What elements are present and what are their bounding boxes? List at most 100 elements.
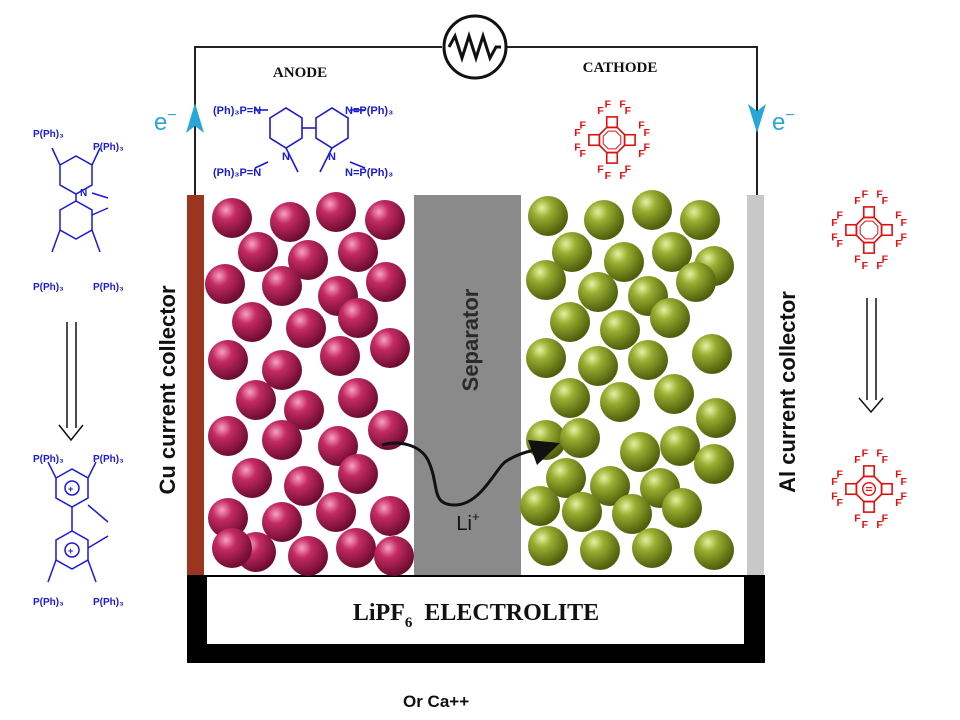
fluorine-label: F [597, 105, 604, 117]
fluorine-label: F [638, 119, 645, 131]
lm2-p4: P(Ph)₃ [93, 597, 124, 608]
cyclobutane-ring [605, 151, 619, 164]
electron-label-right: e− [772, 107, 795, 136]
octagon-ring [855, 475, 883, 503]
cyclobutane-ring [862, 465, 876, 478]
cathode-particle [578, 272, 618, 312]
cathode-particle [694, 444, 734, 484]
left-molecule-neutral [51, 147, 109, 253]
cathode-particle [632, 528, 672, 568]
cathode-particle [528, 196, 568, 236]
fluorine-label: F [854, 454, 861, 466]
fluorine-label: F [895, 209, 902, 221]
anode-particle [338, 454, 378, 494]
charge-ring [862, 482, 877, 497]
anode-particle [366, 262, 406, 302]
cathode-particle [604, 242, 644, 282]
fluorine-label: F [597, 164, 604, 176]
fluorine-label: F [605, 170, 612, 182]
fluorine-label: F [625, 164, 632, 176]
cathode-particle [600, 310, 640, 350]
fluorine-label: F [574, 142, 581, 154]
fluorine-label: F [862, 447, 869, 459]
cyclobutane-ring [845, 482, 858, 496]
separator-label: Separator [458, 288, 483, 391]
fluorine-label: F [574, 127, 581, 139]
anode-particle [316, 492, 356, 532]
cathode-particle [550, 302, 590, 342]
anode-mol-n2: N [328, 151, 336, 163]
anode-particle [238, 232, 278, 272]
li-ion-path [381, 441, 536, 507]
cathode-particle [590, 466, 630, 506]
lm2-plus1: + [68, 484, 73, 494]
anode-particle [320, 336, 360, 376]
anode-molecule [254, 107, 366, 173]
cu-collector-label: Cu current collector [155, 285, 180, 494]
cyclobutane-ring [605, 116, 619, 129]
fluorine-label: F [882, 454, 889, 466]
lm2-p2: P(Ph)₃ [93, 454, 124, 465]
fluorine-label: F [895, 238, 902, 250]
cyclobutane-ring [880, 223, 893, 237]
anode-particle [318, 426, 358, 466]
fluorine-label: F [901, 232, 908, 244]
anode-particles [205, 192, 414, 576]
fluorine-label: F [876, 260, 883, 272]
left-molecule-neutral-labels: P(Ph)₃ P(Ph)₃ P(Ph)₃ P(Ph)₃ N [33, 129, 124, 293]
fluorine-label: F [644, 127, 651, 139]
anode-particle [262, 420, 302, 460]
fluorine-label: F [836, 497, 843, 509]
anode-particle [262, 266, 302, 306]
inner-ring [859, 220, 879, 240]
li-ion-label: Li+ [456, 509, 479, 535]
fluorine-label: F [862, 519, 869, 531]
cathode-particle [520, 486, 560, 526]
lm1-p3: P(Ph)₃ [33, 282, 64, 293]
anode-particle [262, 502, 302, 542]
cathode-particle [526, 338, 566, 378]
cathode-particle [652, 232, 692, 272]
lm1-p4: P(Ph)₃ [93, 282, 124, 293]
cathode-particle [662, 488, 702, 528]
left-reduction-arrow-icon [58, 322, 84, 442]
cathode-particle [578, 346, 618, 386]
cathode-particle [676, 262, 716, 302]
cathode-particle [526, 260, 566, 300]
cathode-particle [612, 494, 652, 534]
anode-particle [288, 240, 328, 280]
cyclobutane-ring [862, 500, 876, 513]
lm2-p3: P(Ph)₃ [33, 597, 64, 608]
lm1-p2: P(Ph)₃ [93, 142, 124, 153]
cathode-particle [584, 200, 624, 240]
fluorine-label: F [854, 513, 861, 525]
anode-particle [262, 350, 302, 390]
fluorine-label: F [644, 142, 651, 154]
fluorine-label: F [882, 254, 889, 266]
cathode-particle [680, 200, 720, 240]
anode-particle [212, 198, 252, 238]
cathode-particle [546, 458, 586, 498]
fluorine-label: F [605, 98, 612, 110]
cathode-particle [660, 426, 700, 466]
electron-label-left: e− [154, 107, 177, 136]
anode-mol-pph3-lt: (Ph)₃P=N [213, 105, 261, 117]
fluorine-label: F [831, 476, 838, 488]
anode-mol-pph3-rb: N=P(Ph)₃ [345, 167, 393, 179]
cathode-particle [562, 492, 602, 532]
circuit-wire-top-right [507, 46, 758, 195]
anode-particle [284, 466, 324, 506]
cathode-particle [632, 190, 672, 230]
fluorine-label: F [882, 513, 889, 525]
lm2-plus2: + [68, 546, 73, 556]
caption-text: Or Ca++ [403, 692, 469, 711]
anode-particle [286, 308, 326, 348]
lm1-n: N [80, 188, 87, 199]
cathode-particle [580, 530, 620, 570]
anode-particle [288, 536, 328, 576]
cathode-particle [692, 334, 732, 374]
anode-particle [208, 498, 248, 538]
